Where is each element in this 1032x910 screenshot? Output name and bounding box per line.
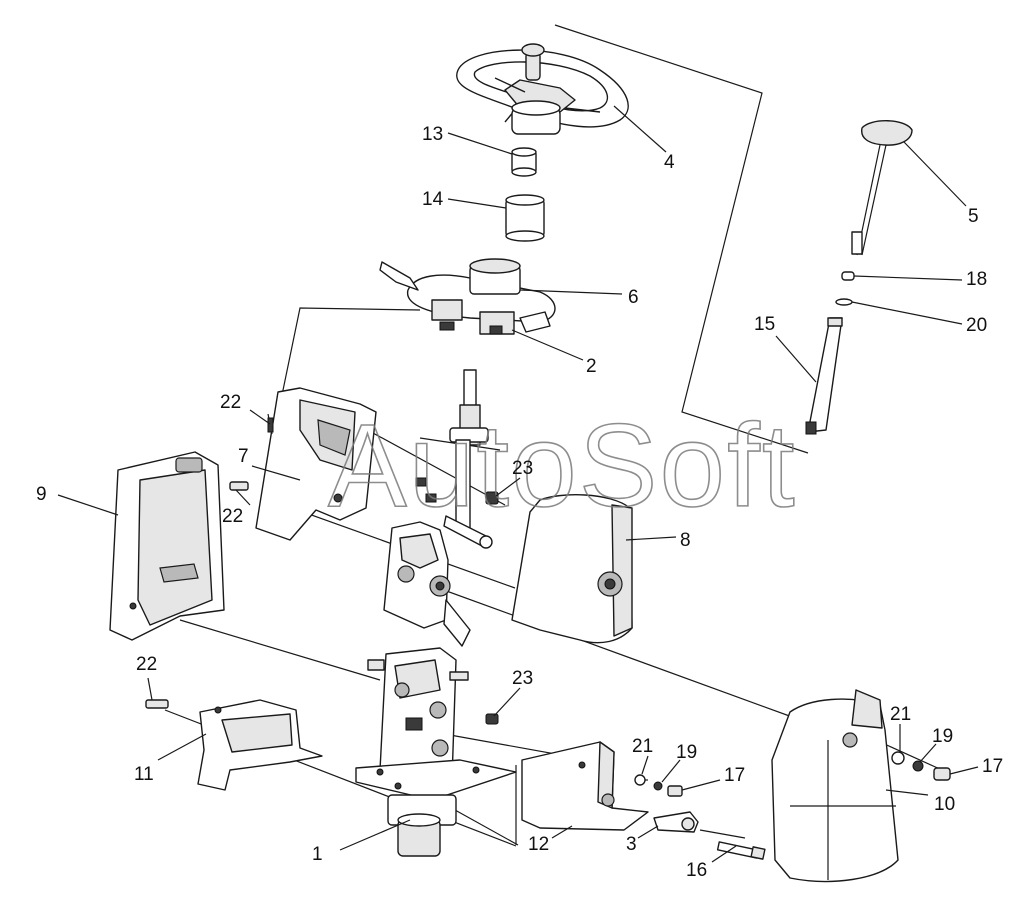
callout-19-right: 19	[932, 726, 953, 747]
callout-13: 13	[422, 124, 443, 145]
left-cover	[109, 451, 225, 641]
callout-22-middle: 22	[222, 506, 243, 527]
lower-left-bracket	[197, 699, 323, 791]
callout-19-center: 19	[676, 742, 697, 763]
callout-11: 11	[134, 764, 154, 785]
lower-right-cover	[771, 689, 899, 883]
column-frame	[355, 515, 517, 857]
callout-22-lower: 22	[136, 654, 157, 675]
callout-17-right: 17	[982, 756, 1003, 777]
callout-7: 7	[238, 446, 249, 467]
callout-6: 6	[628, 287, 639, 308]
fasteners	[145, 477, 951, 797]
callout-21-center: 21	[632, 736, 653, 757]
tilt-lever-assembly	[805, 120, 913, 435]
watermark-text: AutoSoft	[328, 400, 797, 532]
callout-20: 20	[966, 315, 987, 336]
callout-1: 1	[312, 844, 323, 865]
callout-8: 8	[680, 530, 691, 551]
callout-10: 10	[934, 794, 955, 815]
callout-22-upper: 22	[220, 392, 241, 413]
callout-9: 9	[36, 484, 47, 505]
callout-17-center: 17	[724, 765, 745, 786]
callout-12: 12	[528, 834, 549, 855]
bushing-small	[511, 147, 537, 177]
steering-shaft	[419, 369, 501, 531]
callout-2: 2	[586, 356, 597, 377]
steering-wheel	[456, 43, 629, 135]
sleeve	[505, 194, 545, 242]
callout-5: 5	[968, 206, 979, 227]
right-cover	[511, 494, 633, 644]
pin-and-bolt	[653, 811, 766, 860]
callout-16: 16	[686, 860, 707, 881]
callout-labels: 1 2 3 4 5 6 7 8 9 10 11 12 13 14 15 16 1…	[36, 124, 1003, 881]
callout-23-lower: 23	[512, 668, 533, 689]
callout-14: 14	[422, 189, 444, 210]
callout-18: 18	[966, 269, 987, 290]
callout-4: 4	[664, 152, 675, 173]
leader-lines	[57, 105, 979, 863]
callout-21-right: 21	[890, 704, 911, 725]
callout-15: 15	[754, 314, 775, 335]
callout-23-upper: 23	[512, 458, 533, 479]
lower-right-bracket	[521, 741, 649, 831]
upper-left-cover	[255, 387, 377, 541]
multifunction-switch	[379, 258, 556, 335]
callout-3: 3	[626, 834, 637, 855]
